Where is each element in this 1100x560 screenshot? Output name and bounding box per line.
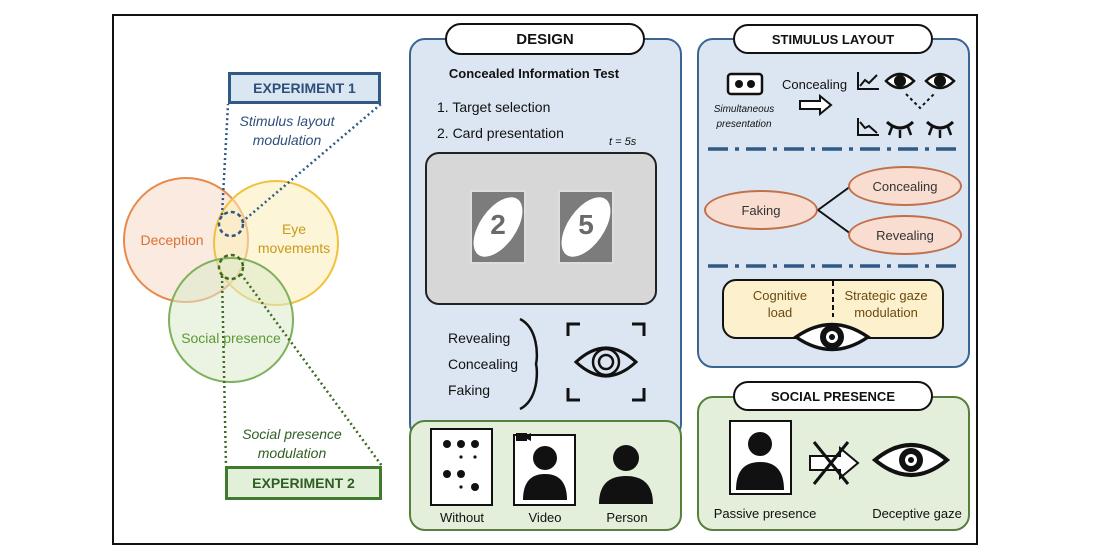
increase-chart-icon [857, 72, 879, 90]
divider-top [708, 147, 958, 151]
faking-concealing-node: Concealing [848, 166, 962, 206]
without-label: Without [439, 510, 485, 525]
deception-label: Deception [140, 232, 204, 248]
divider-bottom [708, 264, 958, 268]
without-dots-icon [443, 440, 479, 491]
video-person-icon [516, 433, 567, 500]
condition-concealing: Concealing [448, 356, 519, 372]
conditions-brace [519, 317, 539, 411]
faking-node: Faking [704, 190, 818, 230]
decrease-chart-icon [857, 118, 879, 136]
deceptive-gaze-eye-icon [872, 443, 950, 477]
step-target-selection: 1. Target selection [437, 99, 551, 115]
deceptive-gaze-label: Deceptive gaze [872, 506, 962, 521]
closed-eyes-icon [885, 120, 955, 138]
experiment1-box: EXPERIMENT 1 [228, 72, 381, 104]
concealing-label: Concealing [782, 77, 848, 92]
eye-tracking-icon [566, 322, 646, 402]
simultaneous-label-line1: Simultaneous [713, 104, 775, 115]
experiment1-link-line [241, 103, 382, 223]
video-label: Video [528, 510, 562, 525]
arrow-right-icon [799, 94, 833, 116]
eye-icon [793, 322, 871, 352]
condition-revealing: Revealing [448, 330, 511, 346]
card-right-number: 5 [578, 209, 594, 240]
experiment1-focus-circle [217, 210, 245, 238]
experiment2-focus-circle [217, 253, 245, 281]
strategic-gaze-line2: modulation [854, 305, 918, 320]
simultaneous-presentation-icon [726, 72, 764, 96]
step-card-presentation: 2. Card presentation [437, 125, 564, 141]
experiment1-caption-line2: modulation [252, 132, 322, 148]
eye-movements-label-line2: movements [257, 240, 331, 256]
gaze-dashed-lines [905, 93, 935, 110]
cognitive-load-line2: load [767, 305, 793, 320]
experiment2-caption-line2: modulation [257, 445, 327, 461]
experiment2-box: EXPERIMENT 2 [225, 466, 382, 500]
experiment2-link-line [220, 275, 228, 467]
experiment1-caption-line1: Stimulus layout [239, 113, 335, 129]
design-title: DESIGN [445, 23, 645, 55]
load-divider-line [832, 281, 834, 317]
eye-movements-label-line1: Eye [281, 221, 307, 237]
card-left-ellipse [473, 197, 523, 257]
card-right-ellipse [561, 197, 611, 257]
person-icon [599, 445, 653, 504]
strategic-gaze-line1: Strategic gaze [844, 288, 928, 303]
passive-presence-label: Passive presence [713, 506, 817, 521]
faking-branch-lines [817, 185, 852, 235]
stimulus-screen [425, 152, 657, 305]
cognitive-load-line1: Cognitive [752, 288, 808, 303]
card-left-number: 2 [490, 209, 506, 240]
passive-person-icon [736, 432, 784, 490]
social-presence-label: Social presence [181, 330, 281, 346]
time-label: t = 5s [609, 136, 637, 148]
experiment1-link-line [220, 103, 230, 216]
experiment2-caption-line1: Social presence [242, 426, 342, 442]
stimulus-layout-title: STIMULUS LAYOUT [733, 24, 933, 54]
test-name: Concealed Information Test [448, 66, 620, 81]
open-eyes-icon [884, 72, 956, 90]
card-left: 2 [470, 190, 526, 264]
card-right: 5 [558, 190, 614, 264]
social-presence-circle [168, 257, 294, 383]
person-label: Person [606, 510, 648, 525]
blocked-arrow-icon [809, 441, 860, 485]
social-presence-title: SOCIAL PRESENCE [733, 381, 933, 411]
condition-faking: Faking [448, 382, 491, 398]
faking-revealing-node: Revealing [848, 215, 962, 255]
simultaneous-label-line2: presentation [716, 119, 772, 130]
